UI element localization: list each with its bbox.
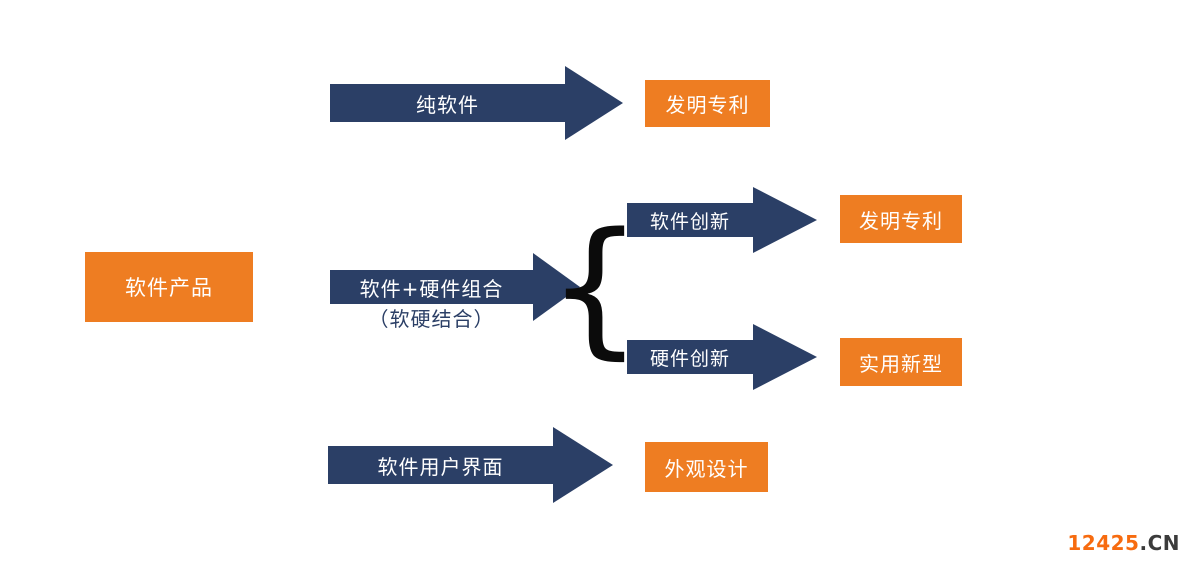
arrow-pure-software-body: 纯软件 (330, 84, 565, 122)
arrow-software-innovation-label: 软件创新 (649, 210, 730, 233)
arrow-software-hardware-combo: 软件+硬件组合 (330, 253, 580, 321)
node-utility-model-label: 实用新型 (859, 351, 943, 376)
arrow-software-ui-label: 软件用户界面 (377, 454, 504, 479)
node-design-patent-label: 外观设计 (664, 456, 749, 481)
arrow-software-hardware-combo-body: 软件+硬件组合 (330, 270, 533, 304)
node-invention-patent-top-label: 发明专利 (665, 93, 750, 117)
node-invention-patent-middle: 发明专利 (840, 195, 962, 243)
node-invention-patent-top: 发明专利 (645, 80, 770, 127)
arrow-head-icon (753, 187, 817, 253)
arrow-software-ui: 软件用户界面 (328, 427, 613, 503)
arrow-head-icon (553, 427, 613, 503)
combo-sublabel: （软硬结合） (368, 307, 495, 331)
watermark-number: 12425 (1067, 531, 1140, 555)
watermark: 12425.CN (1067, 531, 1180, 555)
arrow-software-innovation-body: 软件创新 (627, 203, 753, 237)
arrow-hardware-innovation-body: 硬件创新 (627, 340, 753, 374)
arrow-head-icon (533, 253, 580, 321)
node-software-product: 软件产品 (85, 252, 253, 322)
arrow-hardware-innovation: 硬件创新 (627, 324, 817, 390)
node-software-product-label: 软件产品 (125, 276, 213, 300)
arrow-software-hardware-combo-label: 软件+硬件组合 (359, 276, 504, 301)
arrow-head-icon (753, 324, 817, 390)
node-invention-patent-middle-label: 发明专利 (859, 208, 943, 233)
arrow-hardware-innovation-label: 硬件创新 (649, 347, 730, 370)
arrow-software-ui-body: 软件用户界面 (328, 446, 553, 484)
node-design-patent: 外观设计 (645, 442, 768, 492)
arrow-pure-software-label: 纯软件 (416, 92, 479, 117)
arrow-software-innovation: 软件创新 (627, 187, 817, 253)
arrow-head-icon (565, 66, 623, 140)
arrow-pure-software: 纯软件 (330, 66, 623, 140)
watermark-suffix: .CN (1139, 531, 1180, 555)
node-utility-model: 实用新型 (840, 338, 962, 386)
curly-brace: { (546, 201, 644, 373)
